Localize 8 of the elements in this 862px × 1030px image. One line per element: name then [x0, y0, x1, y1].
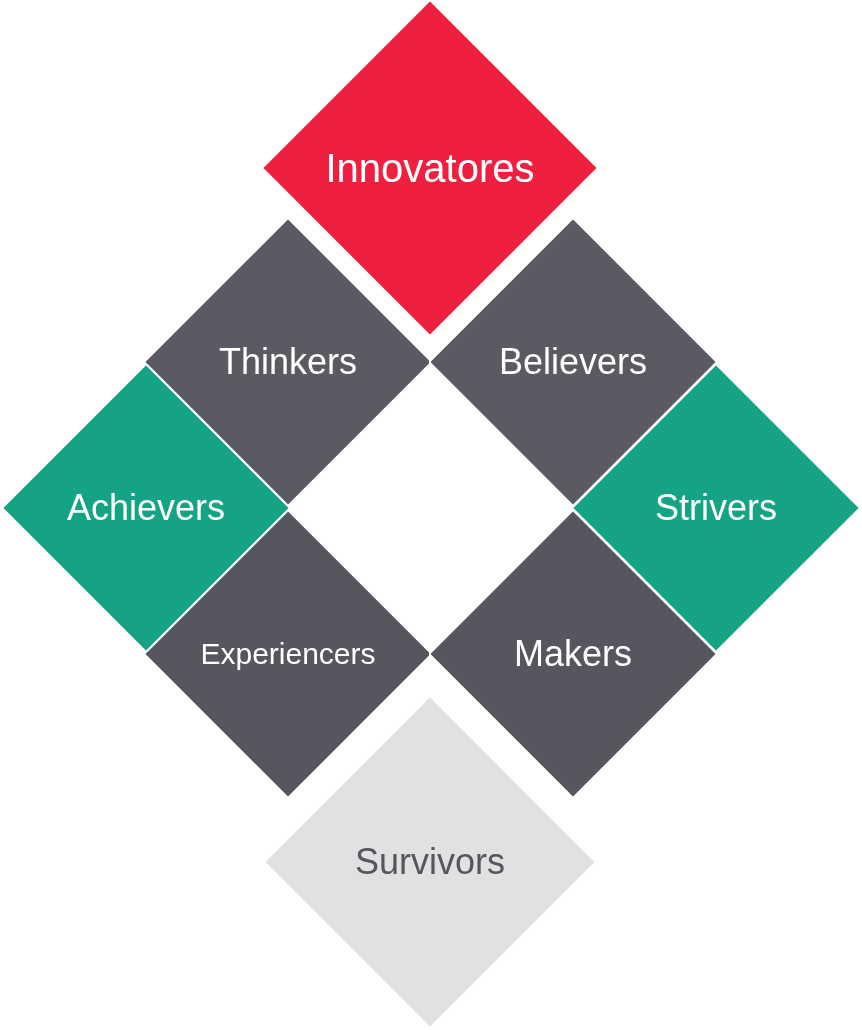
segment-label: Thinkers — [219, 341, 357, 383]
segment-label: Innovatores — [325, 145, 535, 191]
segment-label: Experiencers — [200, 637, 376, 671]
segment-label: Believers — [498, 341, 648, 383]
segment-label: Makers — [514, 633, 632, 675]
segment-label: Survivors — [355, 841, 505, 883]
segment-label: Strivers — [655, 487, 777, 529]
segment-label: Achievers — [66, 487, 226, 529]
